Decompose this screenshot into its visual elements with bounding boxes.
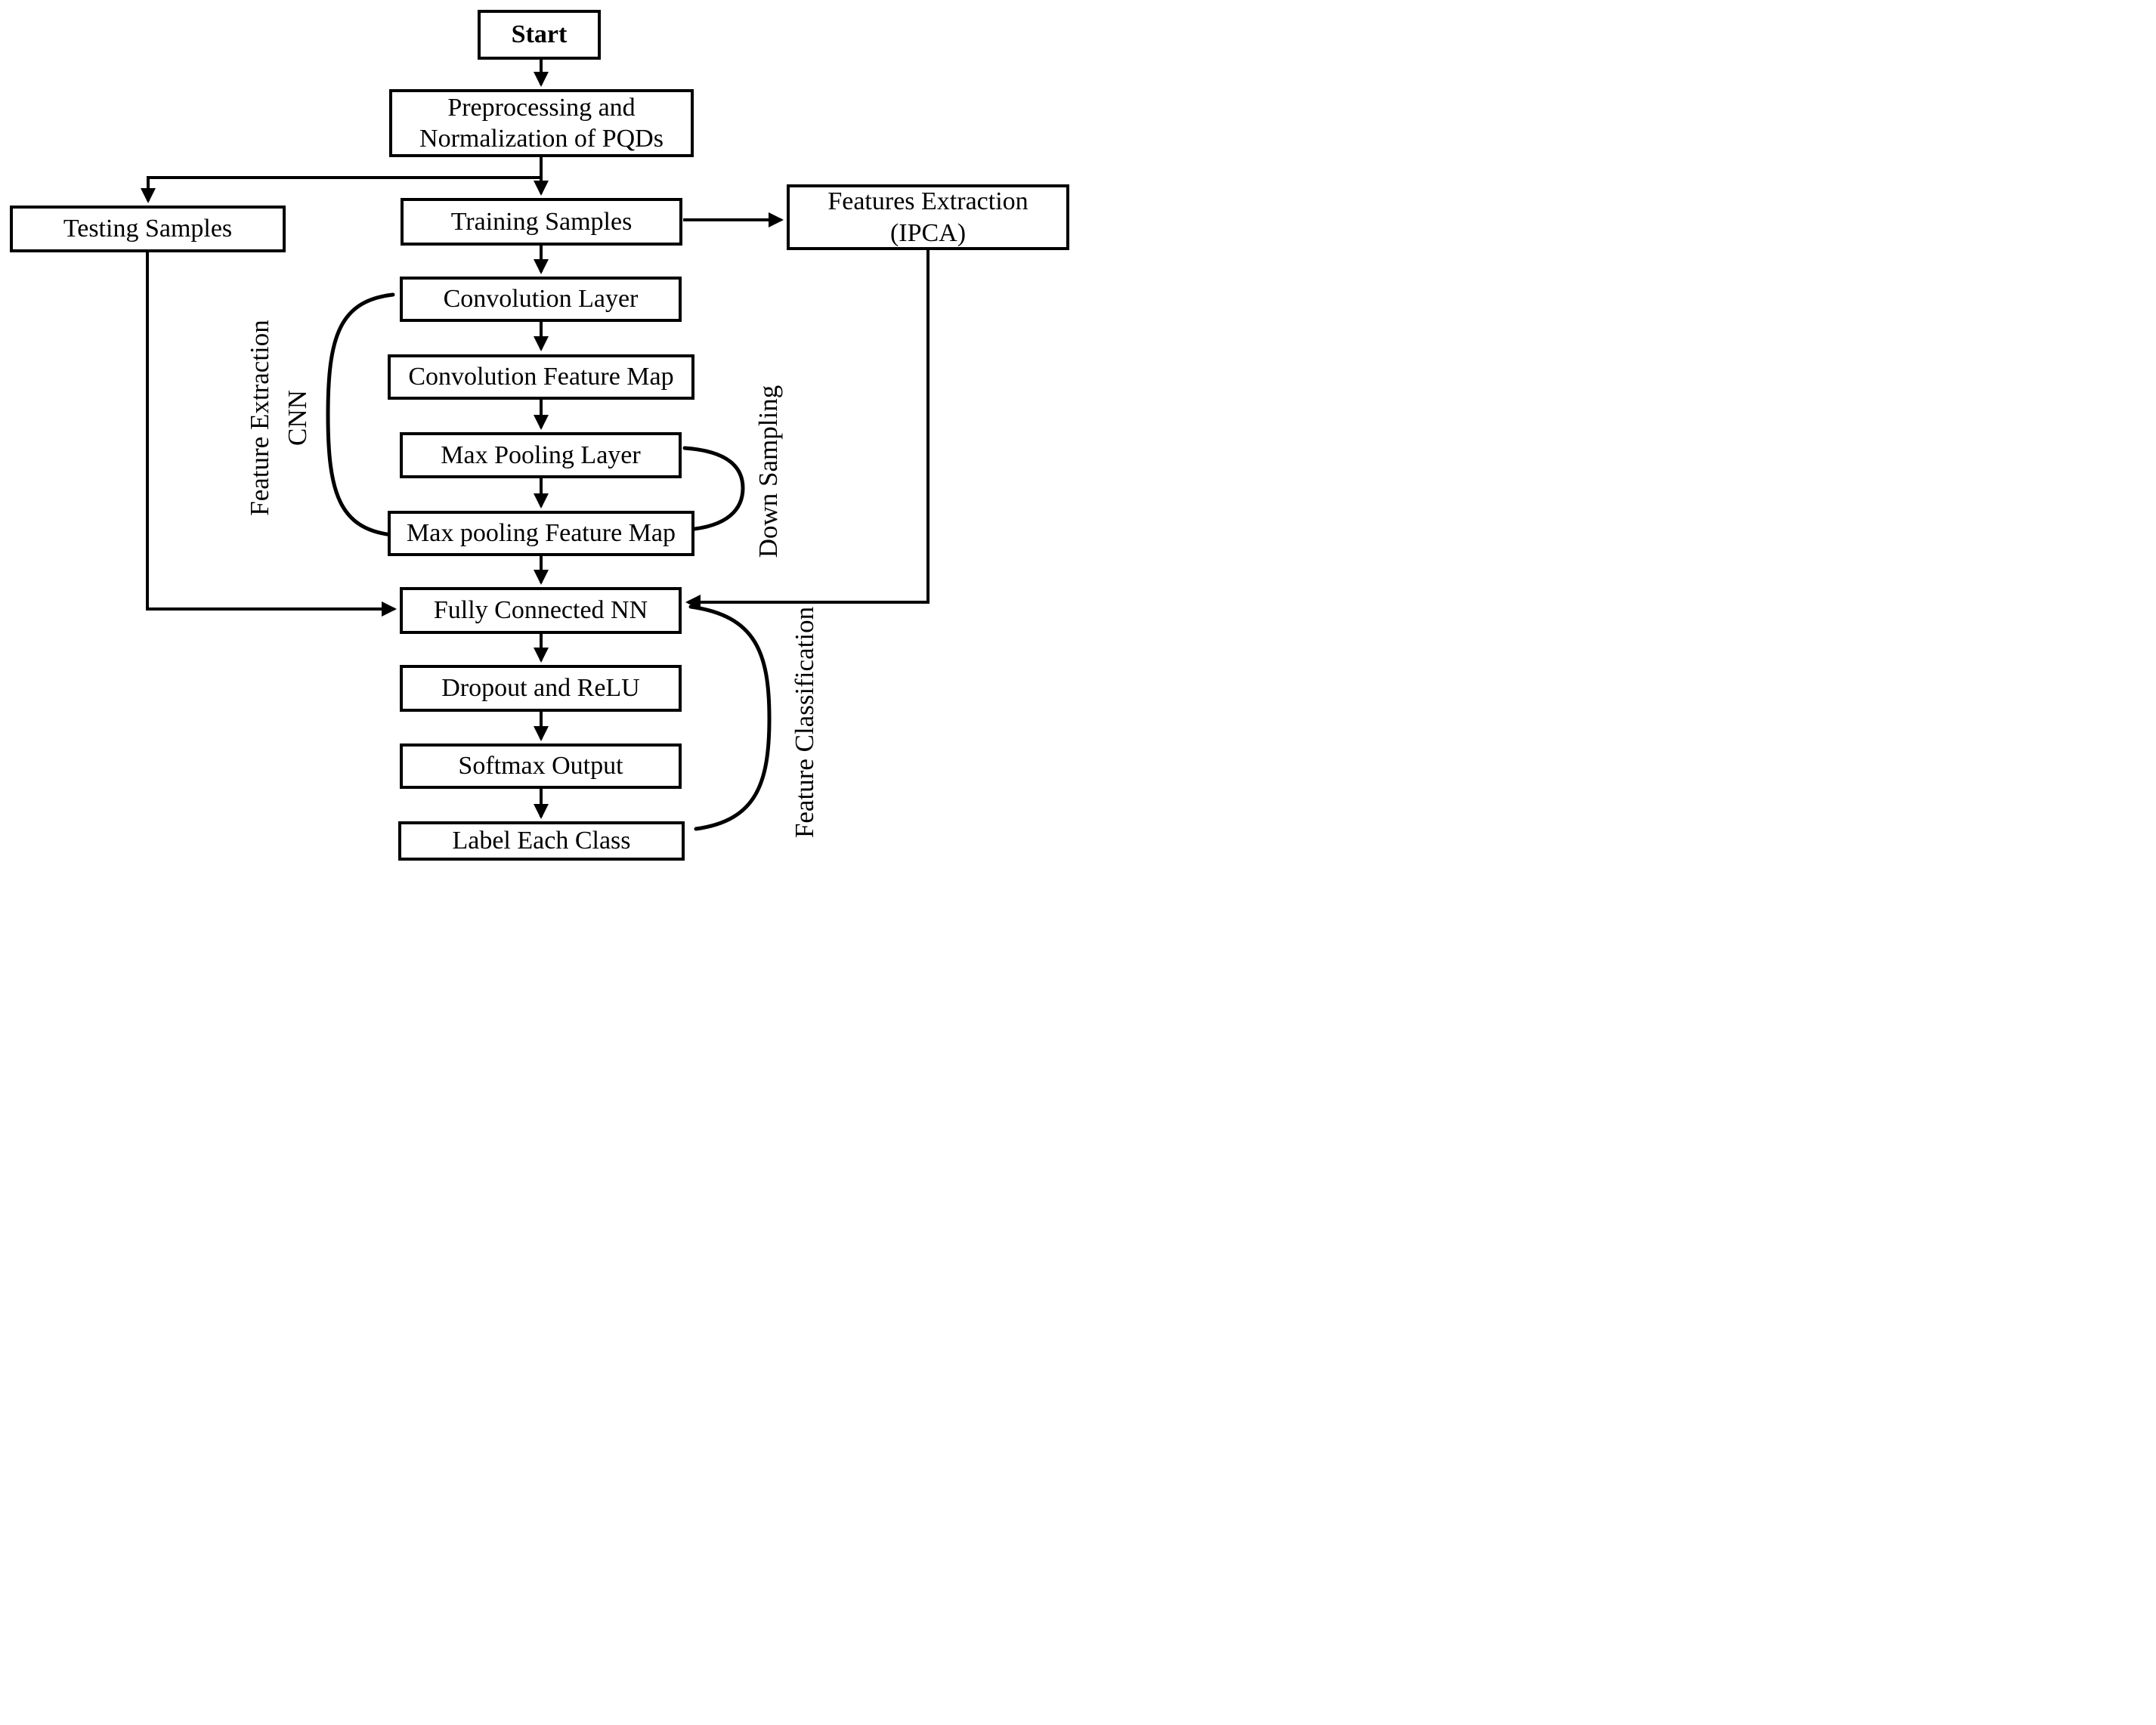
annotation-feature-classification: Feature Classification	[790, 594, 820, 851]
node-preprocessing: Preprocessing and Normalization of PQDs	[389, 89, 694, 157]
annotation-feature-classification-label: Feature Classification	[790, 606, 819, 839]
arrow-features-extraction-to-fully-connected	[685, 250, 930, 610]
flowchart-figure: Start Preprocessing and Normalization of…	[0, 0, 1078, 863]
node-features-extraction-line2: (IPCA)	[889, 218, 967, 247]
brace-feature-classification	[688, 604, 772, 831]
node-label-each-class: Label Each Class	[398, 821, 685, 861]
connector-layer	[141, 60, 930, 831]
node-label-each-class-label: Label Each Class	[452, 827, 631, 855]
node-max-pooling-layer-label: Max Pooling Layer	[441, 441, 641, 469]
node-convolution-feature-map-label: Convolution Feature Map	[408, 363, 674, 391]
node-testing-samples: Testing Samples	[10, 206, 286, 252]
node-features-extraction-line1: Features Extraction	[827, 187, 1029, 216]
node-fully-connected-nn-label: Fully Connected NN	[433, 596, 648, 625]
node-preprocessing-line1: Preprocessing and	[447, 93, 636, 122]
arrow-testing-to-fully-connected	[146, 252, 397, 617]
node-max-pooling-feature-map-label: Max pooling Feature Map	[407, 519, 676, 548]
node-start: Start	[478, 10, 601, 60]
node-start-label: Start	[511, 20, 568, 49]
node-softmax-output-label: Softmax Output	[458, 752, 623, 781]
annotation-feature-extraction-cnn-line1: Feature Extraction	[245, 320, 274, 516]
annotation-feature-extraction-cnn-line2: CNN	[283, 390, 312, 446]
node-preprocessing-line2: Normalization of PQDs	[419, 125, 664, 153]
node-softmax-output: Softmax Output	[400, 743, 682, 789]
node-convolution-layer: Convolution Layer	[400, 277, 682, 322]
node-convolution-feature-map: Convolution Feature Map	[388, 354, 694, 400]
brace-feature-extraction-cnn	[326, 292, 395, 537]
node-training-samples: Training Samples	[401, 198, 682, 246]
node-dropout-relu: Dropout and ReLU	[400, 665, 682, 712]
annotation-feature-extraction-cnn: Feature Extraction CNN	[241, 297, 317, 539]
node-training-samples-label: Training Samples	[450, 207, 633, 236]
node-fully-connected-nn: Fully Connected NN	[400, 587, 682, 634]
node-features-extraction-ipca: Features Extraction (IPCA)	[787, 184, 1069, 250]
node-convolution-layer-label: Convolution Layer	[443, 285, 639, 314]
node-dropout-relu-label: Dropout and ReLU	[441, 674, 640, 703]
arrow-preprocessing-to-testing	[141, 176, 541, 203]
node-testing-samples-label: Testing Samples	[63, 215, 233, 243]
node-max-pooling-layer: Max Pooling Layer	[400, 432, 682, 478]
annotation-down-sampling: Down Sampling	[753, 374, 784, 569]
node-max-pooling-feature-map: Max pooling Feature Map	[388, 511, 694, 556]
brace-down-sampling	[682, 446, 745, 532]
annotation-down-sampling-label: Down Sampling	[753, 385, 783, 558]
